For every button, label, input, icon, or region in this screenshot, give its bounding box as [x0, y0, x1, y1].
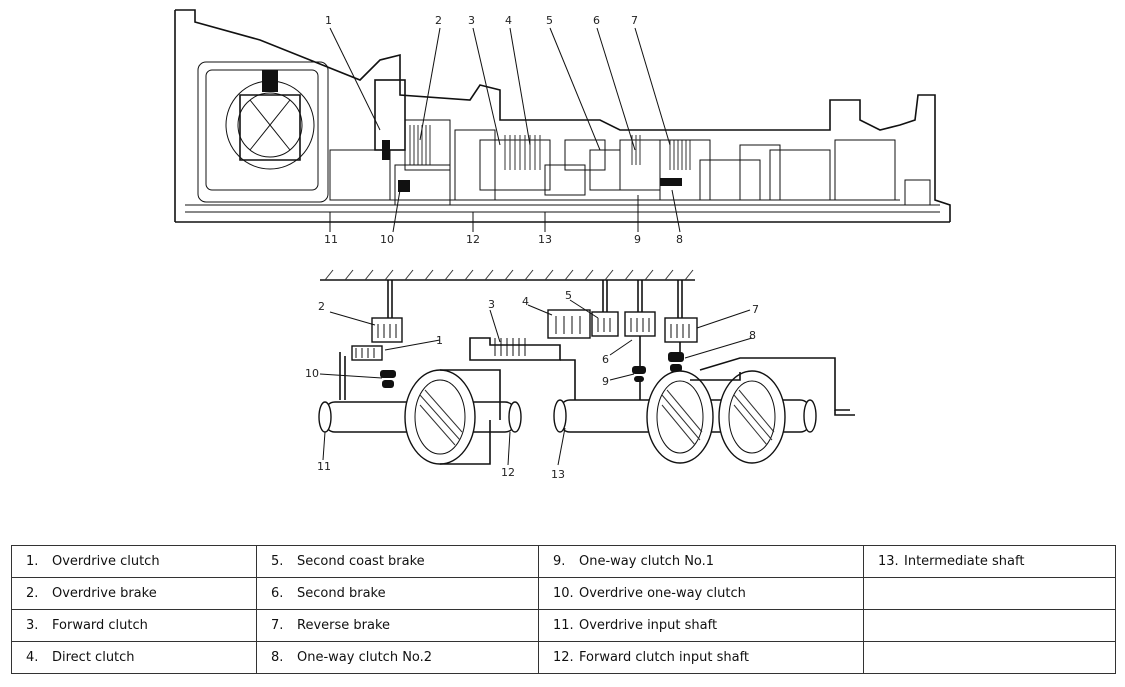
legend-cell: 6.Second brake	[256, 577, 539, 610]
callout-4-top: 4	[505, 14, 512, 27]
callout-12-top: 12	[466, 233, 480, 246]
transmission-diagram: 1 2 3 4 5 6 7 9 8 11 10 12 13	[174, 9, 951, 481]
legend-cell: 9.One-way clutch No.1	[538, 545, 864, 578]
callout-2-schematic: 2	[318, 300, 325, 313]
callout-13-schematic: 13	[551, 468, 565, 481]
planetary-drum-2	[646, 370, 714, 464]
legend-cell: 4.Direct clutch	[11, 641, 257, 674]
callout-8-schematic: 8	[749, 329, 756, 342]
callout-11-top: 11	[324, 233, 338, 246]
callout-11-schematic: 11	[317, 460, 331, 473]
legend-row: 1.Overdrive clutch 5.Second coast brake …	[11, 545, 1116, 578]
top-callout-labels: 1 2 3 4 5 6 7 9 8 11 10 12 13	[324, 14, 683, 246]
legend-row: 3.Forward clutch 7.Reverse brake 11.Over…	[11, 609, 1116, 642]
callout-4-schematic: 4	[522, 295, 529, 308]
callout-7-top: 7	[631, 14, 638, 27]
planetary-drum-1	[404, 369, 501, 465]
legend-cell: 1.Overdrive clutch	[11, 545, 257, 578]
legend-table: 1.Overdrive clutch 5.Second coast brake …	[11, 545, 1116, 674]
legend-cell: 3.Forward clutch	[11, 609, 257, 642]
schematic-callout-labels: 2 1 3 4 5 7 8 6 9 10 11 12 13	[305, 289, 759, 481]
callout-5-top: 5	[546, 14, 553, 27]
planetary-drum-3	[718, 370, 786, 464]
top-callout-leaders	[329, 27, 681, 233]
callout-9-top: 9	[634, 233, 641, 246]
callout-6-top: 6	[593, 14, 600, 27]
legend-cell: 8.One-way clutch No.2	[256, 641, 539, 674]
legend-cell: 7.Reverse brake	[256, 609, 539, 642]
legend-cell: 5.Second coast brake	[256, 545, 539, 578]
callout-9-schematic: 9	[602, 375, 609, 388]
callout-10-schematic: 10	[305, 367, 319, 380]
callout-12-schematic: 12	[501, 466, 515, 479]
legend-cell: 11.Overdrive input shaft	[538, 609, 864, 642]
legend-cell: 2.Overdrive brake	[11, 577, 257, 610]
callout-8-top: 8	[676, 233, 683, 246]
legend-row: 4.Direct clutch 8.One-way clutch No.2 12…	[11, 641, 1116, 674]
callout-3-top: 3	[468, 14, 475, 27]
legend-cell	[863, 641, 1116, 674]
cross-section-drawing	[174, 9, 951, 223]
legend-cell: 13.Intermediate shaft	[863, 545, 1116, 578]
legend-cell	[863, 609, 1116, 642]
legend-row: 2.Overdrive brake 6.Second brake 10.Over…	[11, 577, 1116, 610]
legend-cell: 12.Forward clutch input shaft	[538, 641, 864, 674]
callout-1-schematic: 1	[436, 334, 443, 347]
callout-6-schematic: 6	[602, 353, 609, 366]
callout-7-schematic: 7	[752, 303, 759, 316]
callout-13-top: 13	[538, 233, 552, 246]
schematic-callout-leaders	[319, 299, 753, 466]
schematic-drawing	[318, 269, 855, 465]
callout-5-schematic: 5	[565, 289, 572, 302]
callout-3-schematic: 3	[488, 298, 495, 311]
legend-cell: 10.Overdrive one-way clutch	[538, 577, 864, 610]
callout-1-top: 1	[325, 14, 332, 27]
callout-10-top: 10	[380, 233, 394, 246]
legend-cell	[863, 577, 1116, 610]
callout-2-top: 2	[435, 14, 442, 27]
